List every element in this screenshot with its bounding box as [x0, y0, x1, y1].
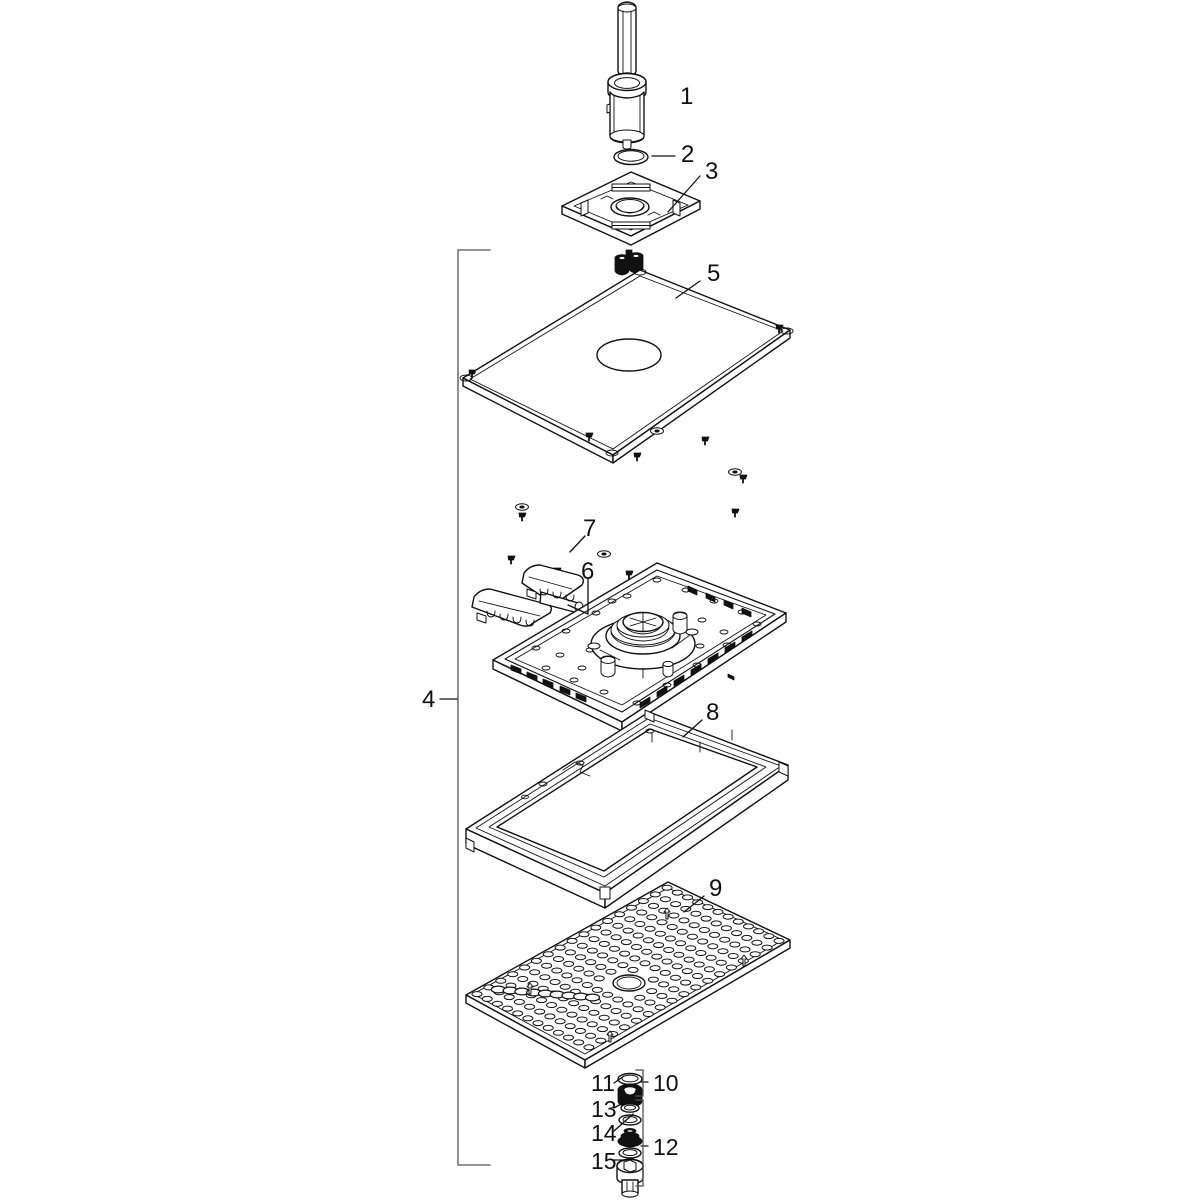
- callout-5: 5: [707, 260, 721, 287]
- screw: [731, 508, 740, 518]
- callout-15: 15: [591, 1148, 617, 1174]
- part-8-outer-frame-housing: [465, 709, 789, 909]
- screw: [518, 512, 527, 522]
- part-3-ceiling-mount-plate: [561, 171, 701, 246]
- part-7-spray-manifold-bar: [471, 564, 585, 627]
- nozzle-hole-grid: [471, 884, 785, 1051]
- callout-12: 12: [653, 1134, 679, 1160]
- callout-2: 2: [681, 141, 695, 168]
- distributor-hub: [587, 611, 699, 679]
- part-11-seal-ring: [617, 1072, 643, 1086]
- callout-11: 11: [591, 1070, 615, 1096]
- leader-lines: [439, 155, 705, 1161]
- washer: [728, 468, 742, 476]
- part-15-spray-nozzle: [616, 1158, 644, 1198]
- part-14-sealing-washer: [617, 1128, 643, 1148]
- washer: [597, 550, 611, 558]
- callout-9: 9: [709, 875, 723, 902]
- part-12-ring: [618, 1147, 642, 1159]
- screw: [701, 436, 710, 446]
- callout-6: 6: [581, 558, 595, 585]
- screw: [468, 369, 477, 379]
- part-9-perforated-spray-face: [465, 881, 791, 1069]
- callout-4: 4: [422, 686, 436, 713]
- part-2-o-ring-seal: [613, 148, 649, 166]
- pin: [727, 673, 735, 681]
- part-13-o-ring-b: [618, 1114, 642, 1126]
- callout-1: 1: [680, 83, 694, 110]
- screw: [739, 474, 748, 484]
- washer: [650, 427, 664, 435]
- screw: [585, 432, 594, 442]
- callout-10: 10: [653, 1070, 679, 1096]
- screw: [775, 324, 784, 334]
- callout-8: 8: [706, 699, 720, 726]
- part-5-top-cover-panel: [459, 268, 794, 464]
- part-10-nozzle-cap: [617, 1083, 643, 1108]
- callout-14: 14: [591, 1120, 617, 1146]
- screw: [633, 452, 642, 462]
- callout-3: 3: [705, 158, 719, 185]
- nozzle-detail-stack: [616, 1072, 644, 1198]
- brackets: [457, 249, 644, 1187]
- washer: [515, 503, 529, 511]
- orientation-arrows: [526, 907, 748, 1043]
- callout-7: 7: [583, 515, 597, 542]
- screw: [507, 555, 516, 565]
- part-1-supply-pipe: [606, 1, 647, 150]
- part-6-water-distributor-chassis: [492, 562, 787, 732]
- callout-13: 13: [591, 1096, 617, 1122]
- part-13-small-o-ring: [620, 1103, 640, 1113]
